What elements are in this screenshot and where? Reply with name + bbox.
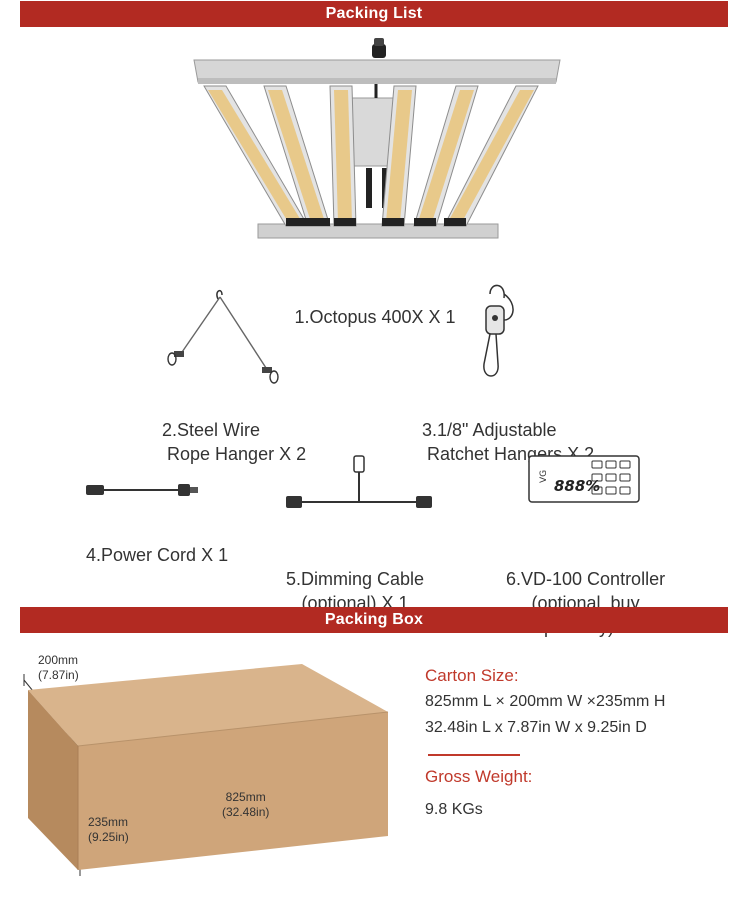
- vd-100-controller-illustration: VG 888%: [528, 455, 640, 503]
- item-1-label: 1.Octopus 400X X 1: [294, 307, 456, 327]
- box-length-dimension: 825mm (32.48in): [222, 790, 270, 819]
- gross-weight-title: Gross Weight:: [425, 767, 533, 786]
- packing-list-banner: Packing List: [20, 1, 728, 27]
- power-cord-illustration: [86, 484, 198, 496]
- carton-size-title: Carton Size:: [425, 666, 519, 685]
- item-4-label: 4.Power Cord X 1: [86, 545, 229, 565]
- packing-box-banner: Packing Box: [20, 607, 728, 633]
- carton-box-illustration: [23, 664, 389, 876]
- dimming-cable-illustration: [286, 455, 432, 508]
- item-6-label: 6.VD-100 Controller (optional, buy separ…: [506, 569, 666, 637]
- item-2-label: 2.Steel Wire Rope Hanger X 2: [162, 420, 307, 464]
- steel-wire-rope-hanger-illustration: [167, 289, 279, 384]
- ratchet-hanger-illustration: [483, 284, 514, 377]
- packing-box-title: Packing Box: [324, 611, 424, 628]
- carton-size-imperial: 32.48in L x 7.87in W x 9.25in D: [425, 719, 647, 736]
- controller-display-text: 888%: [554, 477, 600, 495]
- svg-text:VG: VG: [539, 470, 549, 483]
- box-height-dimension: 235mm (9.25in): [88, 815, 129, 844]
- carton-size-metric: 825mm L × 200mm W ×235mm H: [425, 693, 666, 710]
- info-divider: [428, 754, 520, 756]
- item-3-label: 3.1/8" Adjustable Ratchet Hangers X 2: [422, 420, 595, 464]
- gross-weight-value: 9.8 KGs: [425, 801, 483, 818]
- box-width-dimension: 200mm (7.87in): [38, 653, 79, 682]
- packing-list-title: Packing List: [325, 5, 423, 22]
- grow-light-illustration: [193, 38, 561, 239]
